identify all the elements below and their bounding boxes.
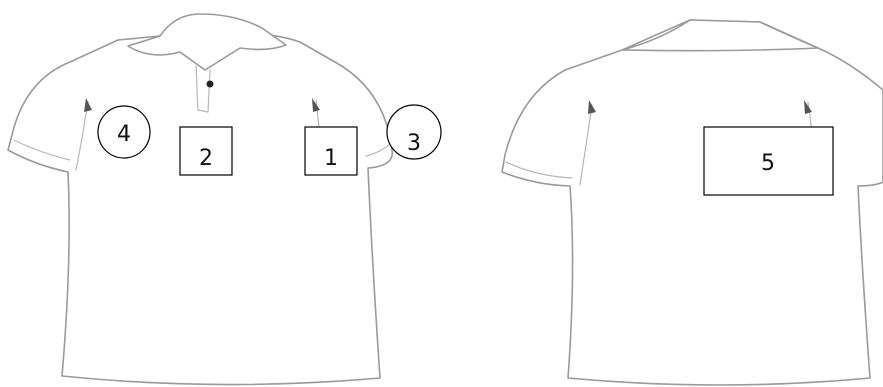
button-icon [207,81,214,88]
polo-shirt-back-icon [502,20,883,385]
placement-box-2: 2 [180,127,232,175]
placement-label-2: 2 [199,146,213,171]
placement-label-5: 5 [761,151,775,176]
placement-label-3: 3 [407,131,421,156]
placement-label-1: 1 [324,146,338,171]
placement-circle-4: 4 [98,106,150,158]
polo-shirt-front-icon [8,14,392,385]
placement-box-5: 5 [704,127,833,195]
placement-box-1: 1 [305,127,357,175]
placement-label-4: 4 [117,122,131,147]
placement-circle-3: 3 [387,105,441,159]
